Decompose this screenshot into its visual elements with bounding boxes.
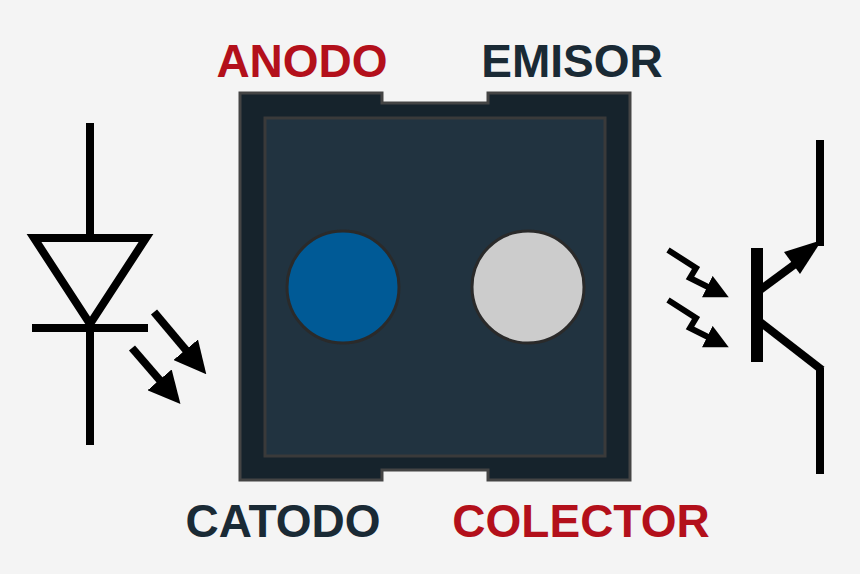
pin-label-emitter: EMISOR: [481, 38, 662, 84]
pin-label-anode: ANODO: [216, 38, 387, 84]
emitter-led: [287, 231, 399, 343]
phototransistor-symbol: [668, 140, 822, 474]
phototransistor-window: [472, 231, 584, 343]
pin-label-cathode: CATODO: [185, 498, 380, 544]
sensor-package: [240, 93, 630, 480]
pin-label-collector: COLECTOR: [452, 498, 709, 544]
led-symbol: [32, 123, 196, 445]
